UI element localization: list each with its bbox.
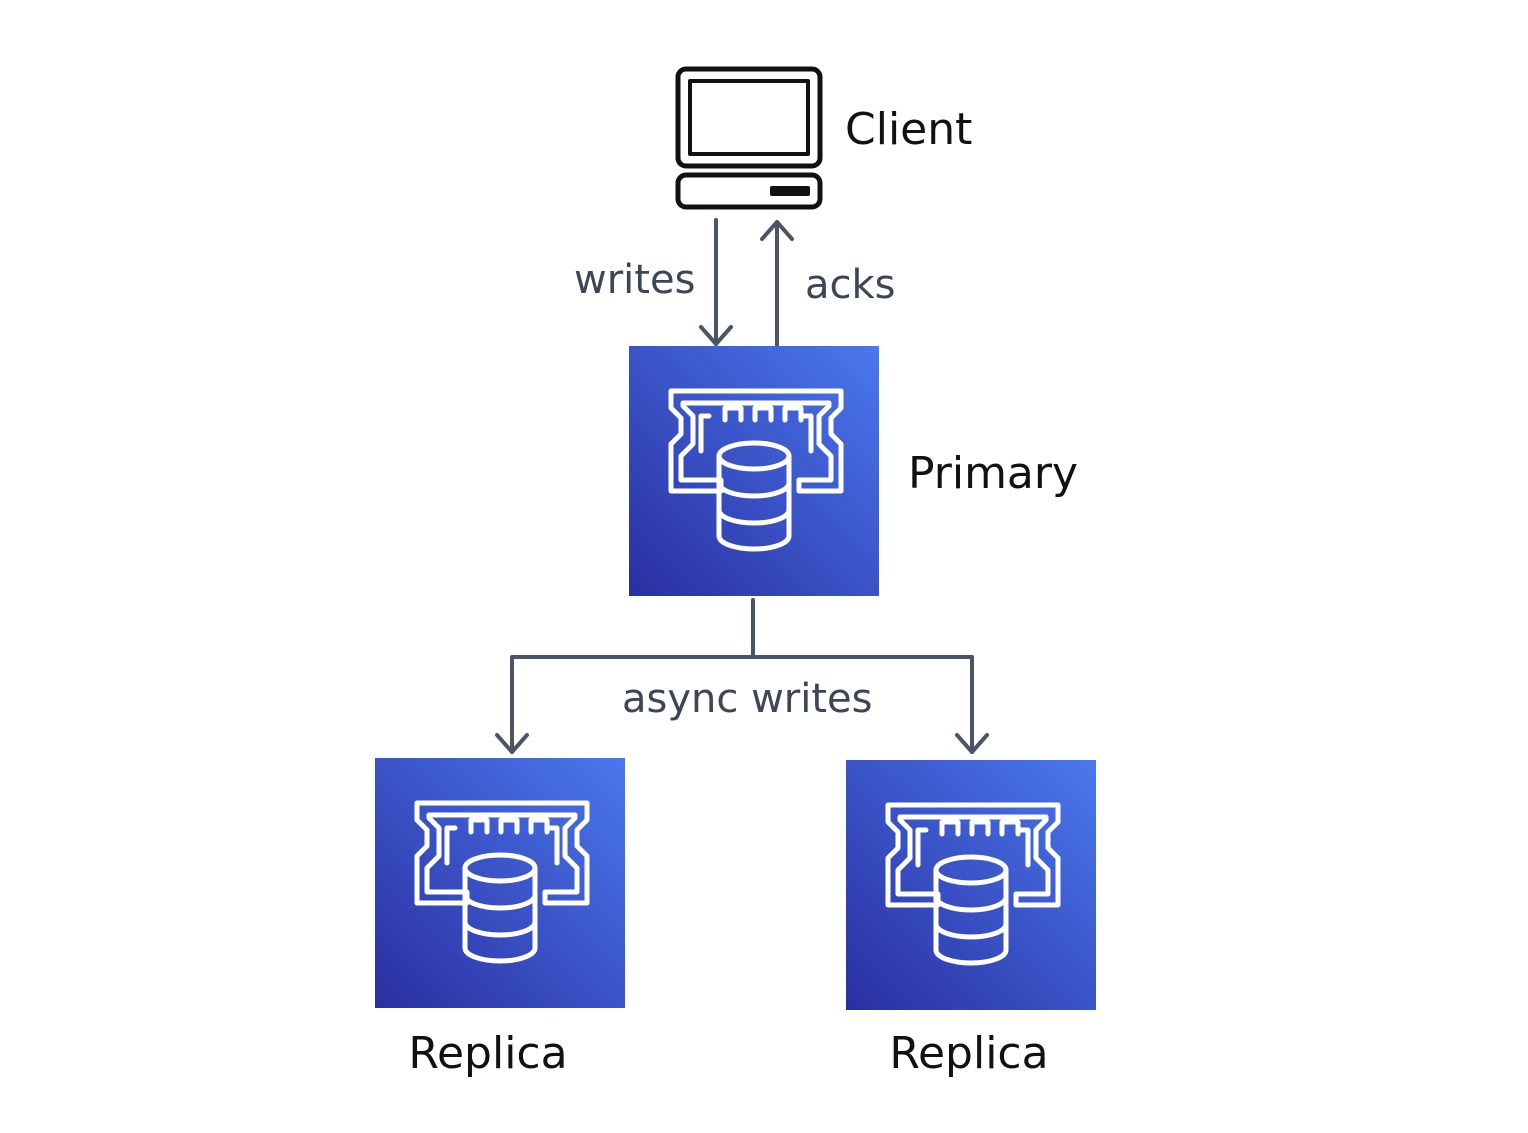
memory-database-icon [846,760,1096,1010]
memory-database-icon [375,758,625,1008]
writes-connector [699,218,733,346]
desktop-computer-icon [675,66,823,210]
replica-right-label: Replica [889,1028,1048,1079]
client-label: Client [845,104,972,155]
replica-left-node: Replica [375,758,625,1079]
replica-left-label: Replica [408,1028,567,1079]
writes-label: writes [574,257,695,303]
client-node: Client [675,66,972,210]
primary-node: Primary [629,346,1078,596]
async-writes-connector [495,598,989,754]
acks-connector [760,220,794,348]
async-writes-label: async writes [622,676,873,722]
primary-label: Primary [908,448,1078,499]
memory-database-icon [629,346,879,596]
replica-right-node: Replica [846,760,1096,1079]
acks-label: acks [805,262,896,308]
